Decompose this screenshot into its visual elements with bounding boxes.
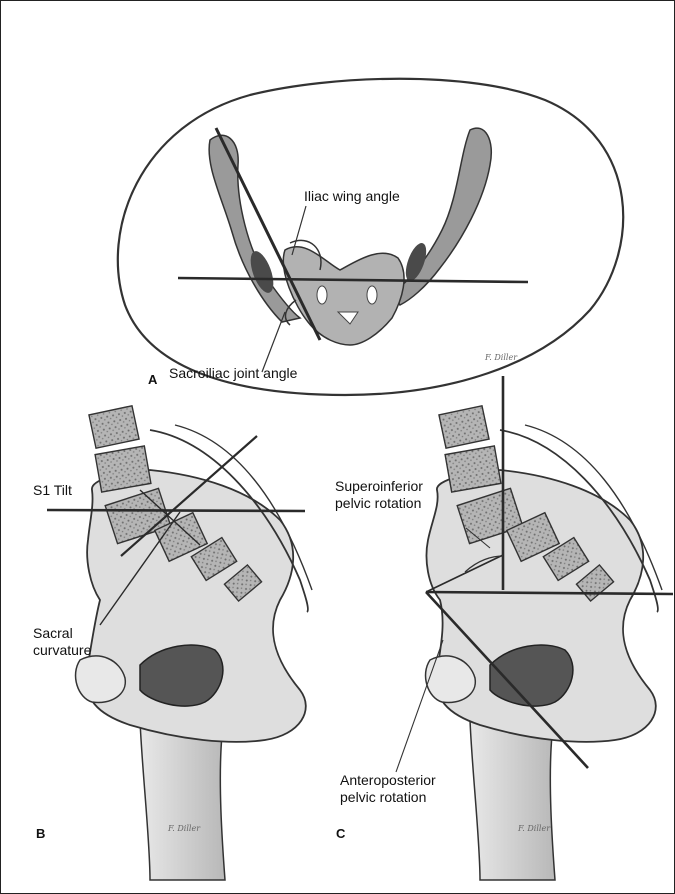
panel-c-figure (396, 376, 673, 880)
s1-tilt-horizontal-line (47, 510, 305, 511)
panel-a-letter: A (148, 372, 157, 387)
panel-b-signature: F. Diller (168, 824, 200, 833)
panel-a-figure (118, 79, 623, 395)
anteroposterior-pelvic-rotation-label: Anteroposterior pelvic rotation (340, 772, 436, 806)
sacroiliac-joint-angle-label: Sacroiliac joint angle (169, 365, 297, 382)
sacral-curvature-label: Sacral curvature (33, 625, 91, 659)
panel-c-letter: C (336, 826, 345, 841)
superoinferior-pelvic-rotation-label: Superoinferior pelvic rotation (335, 478, 423, 512)
s1-tilt-label: S1 Tilt (33, 482, 72, 499)
panel-a-signature: F. Diller (485, 353, 517, 362)
axial-body-outline (118, 79, 623, 395)
panel-c-signature: F. Diller (518, 824, 550, 833)
iliac-wing-angle-label: Iliac wing angle (304, 188, 400, 205)
panel-b-letter: B (36, 826, 45, 841)
